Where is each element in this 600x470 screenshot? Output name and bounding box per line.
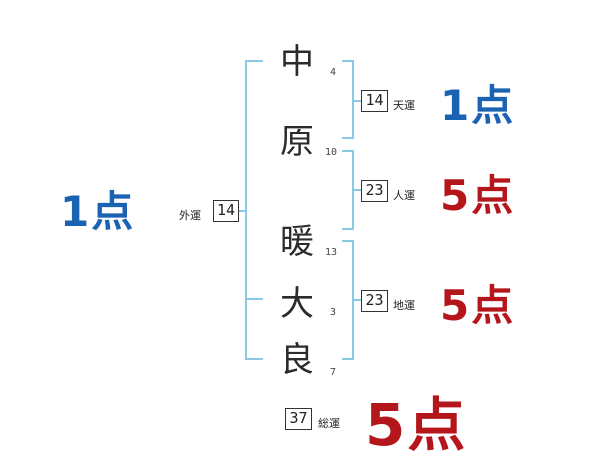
tenun-score: 1点 [440,81,516,130]
tenun-label: 天運 [393,99,415,112]
souun-value-box: 37 [285,408,312,430]
chiun-score: 5点 [440,281,516,330]
tenun-bracket-connector [352,100,361,102]
gaiun-value-box: 14 [213,200,239,222]
name-char-2: 原 [280,122,314,162]
name-char-5: 良 [280,340,314,380]
stroke-count-1: 4 [330,67,337,78]
jinun-bracket-top [342,150,354,152]
outer-bracket-spine [245,60,247,360]
chiun-value-box: 23 [361,290,388,312]
stroke-count-4: 3 [330,307,337,318]
stroke-count-2: 10 [325,147,338,158]
tenun-bracket-spine [352,60,354,139]
jinun-value-box: 23 [361,180,388,202]
gaiun-score: 1点 [60,187,136,236]
chiun-bracket-bottom [342,358,354,360]
stroke-count-3: 13 [325,247,338,258]
chiun-bracket-top [342,240,354,242]
jinun-bracket-bottom [342,228,354,230]
outer-bracket-surname-tick [245,298,263,300]
stroke-count-5: 7 [330,367,337,378]
chiun-label: 地運 [393,299,415,312]
tenun-bracket-top [342,60,354,62]
tenun-bracket-bottom [342,137,354,139]
name-char-4: 大 [280,284,314,324]
jinun-label: 人運 [393,189,415,202]
gaiun-label: 外運 [179,209,201,222]
name-char-3: 暖 [280,222,314,262]
outer-bracket-connector [236,210,246,212]
outer-bracket-top [245,60,263,62]
chiun-bracket-connector [352,299,361,301]
jinun-score: 5点 [440,171,516,220]
jinun-bracket-connector [352,189,361,191]
outer-bracket-bottom [245,358,263,360]
souun-label: 総運 [318,417,340,430]
name-char-1: 中 [280,42,314,82]
tenun-value-box: 14 [361,90,388,112]
souun-score: 5点 [365,391,468,459]
